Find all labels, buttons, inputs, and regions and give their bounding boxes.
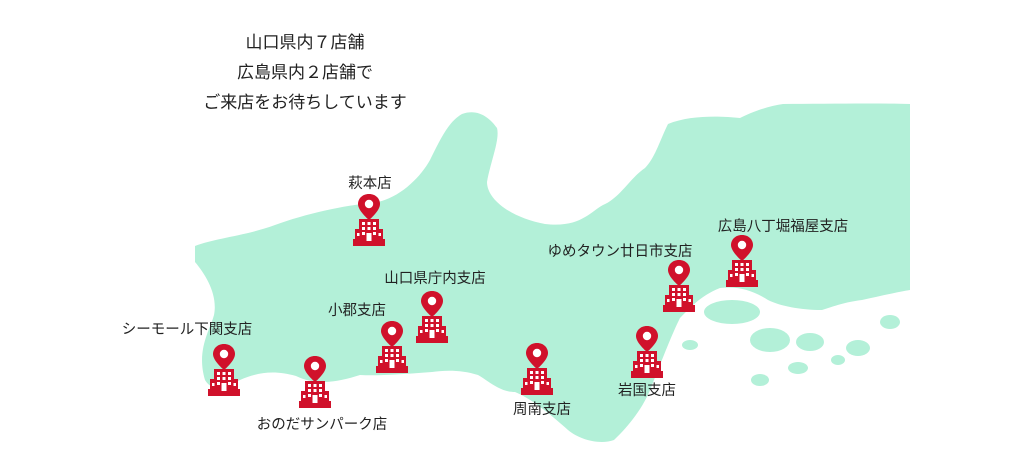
store-label-shunan[interactable]: 周南支店: [513, 402, 571, 418]
store-label-kenchonai[interactable]: 山口県庁内支店: [384, 271, 486, 287]
store-label-ogori[interactable]: 小郡支店: [328, 303, 386, 319]
map-pin-building-icon[interactable]: [375, 320, 409, 376]
island: [796, 333, 824, 351]
island: [751, 374, 769, 386]
island: [704, 300, 760, 324]
store-label-hatsukaichi[interactable]: ゆめタウン廿日市支店: [547, 244, 693, 260]
map-pin-building-icon[interactable]: [725, 234, 759, 290]
island: [831, 355, 845, 365]
map-pin-building-icon[interactable]: [298, 355, 332, 411]
headline: 山口県内７店舗 広島県内２店舗で ご来店をお待ちしています: [160, 28, 450, 118]
landmass: [195, 103, 910, 442]
store-label-hagi[interactable]: 萩本店: [348, 176, 392, 192]
headline-line-3: ご来店をお待ちしています: [203, 93, 407, 113]
island: [788, 362, 808, 374]
store-label-onoda[interactable]: おのだサンパーク店: [256, 417, 388, 433]
island: [682, 340, 698, 350]
store-label-hiroshima-hatchobori[interactable]: 広島八丁堀福屋支店: [717, 219, 849, 235]
island: [750, 328, 790, 352]
map-pin-building-icon[interactable]: [415, 290, 449, 346]
headline-line-2: 広島県内２店舗で: [237, 63, 373, 83]
headline-line-1: 山口県内７店舗: [245, 33, 365, 53]
map-pin-building-icon[interactable]: [352, 193, 386, 249]
store-label-iwakuni[interactable]: 岩国支店: [618, 383, 676, 399]
island: [846, 340, 870, 356]
map-pin-building-icon[interactable]: [662, 259, 696, 315]
map-pin-building-icon[interactable]: [207, 343, 241, 399]
island: [880, 315, 900, 329]
store-label-shimonoseki[interactable]: シーモール下関支店: [121, 322, 253, 338]
map-pin-building-icon[interactable]: [520, 342, 554, 398]
map-pin-building-icon[interactable]: [630, 325, 664, 381]
